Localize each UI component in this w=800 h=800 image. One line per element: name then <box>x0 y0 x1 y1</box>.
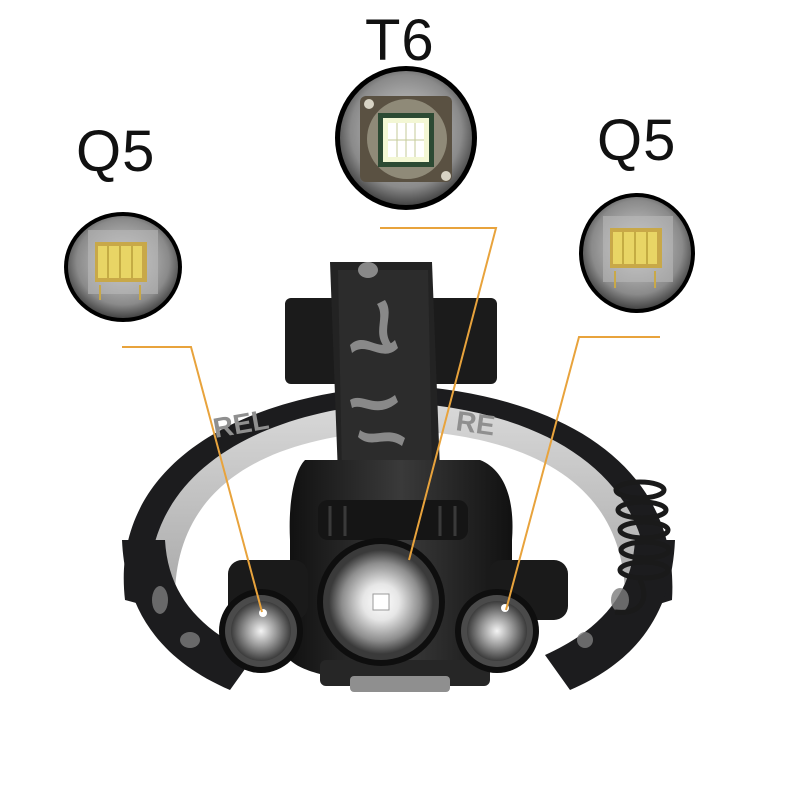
callout-line-left <box>122 346 263 613</box>
label-center-led: T6 <box>365 8 435 73</box>
callout-lines <box>122 227 660 613</box>
top-strap <box>285 262 497 475</box>
q5-led-closeup-left <box>64 212 182 322</box>
label-right-led: Q5 <box>597 108 677 173</box>
q5-led-closeup-right <box>579 193 695 313</box>
label-left-led: Q5 <box>76 119 156 184</box>
left-lamp-head <box>219 589 303 673</box>
headband-text-right: RE <box>454 405 497 441</box>
right-lamp-head <box>455 589 539 673</box>
t6-led-closeup <box>335 66 477 210</box>
main-lamp-head <box>317 500 468 666</box>
coiled-cable <box>613 479 672 615</box>
headband <box>122 385 675 690</box>
callout-line-right <box>505 336 660 611</box>
callout-line-center <box>380 227 498 561</box>
